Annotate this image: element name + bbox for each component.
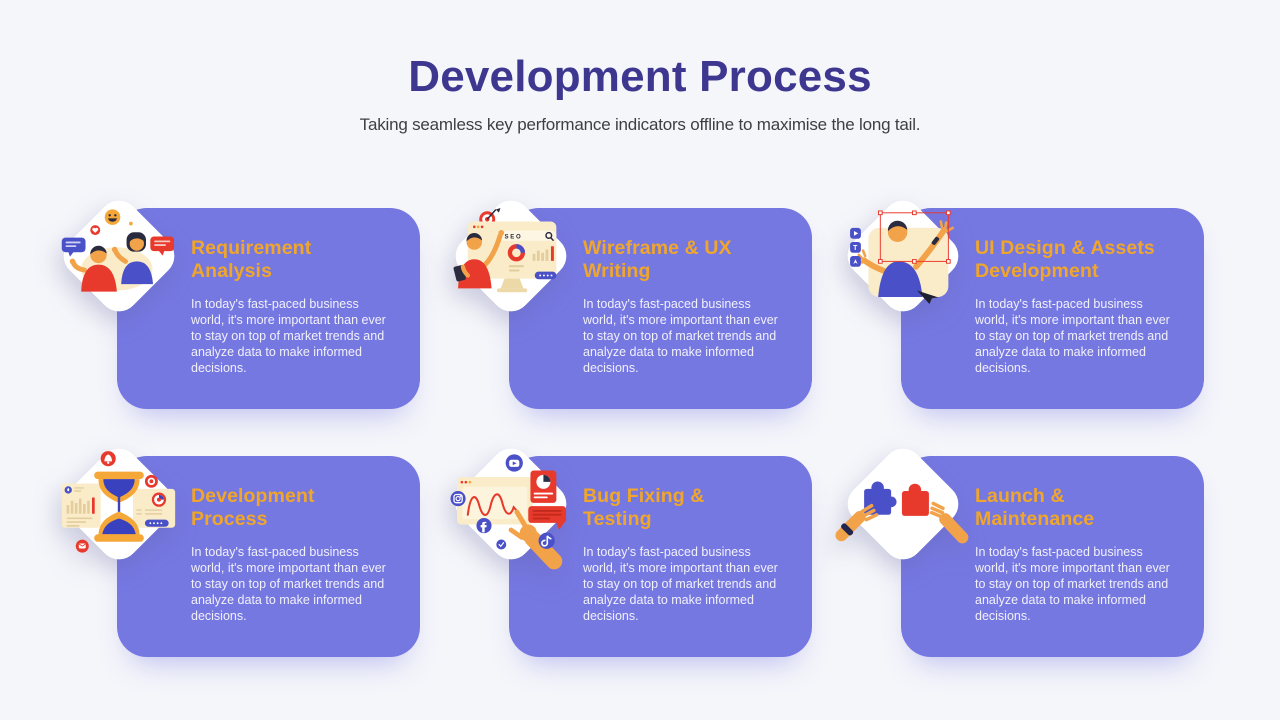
card-icon-tile <box>55 192 183 320</box>
puzzle-hands-illustration <box>835 481 969 544</box>
card-description: In today's fast-paced business world, it… <box>583 297 778 375</box>
card-wireframe-ux-writing: SEO <box>447 192 812 409</box>
card-title: Wireframe & UX Writing <box>583 237 732 282</box>
card-icon-tile <box>447 440 575 570</box>
card-requirement-analysis: Requirement Analysis In today's fast-pac… <box>55 192 420 409</box>
card-development-process: Development Process In today's fast-pace… <box>55 440 420 657</box>
graph-hand-illustration <box>450 454 567 570</box>
card-description: In today's fast-paced business world, it… <box>583 545 778 623</box>
seo-monitor-illustration: SEO <box>453 208 557 293</box>
card-launch-maintenance: Launch & Maintenance In today's fast-pac… <box>835 440 1204 657</box>
people-chat-illustration <box>61 209 175 292</box>
card-icon-tile: T <box>839 192 967 320</box>
card-icon-tile <box>55 440 183 568</box>
page-subtitle: Taking seamless key performance indicato… <box>359 115 921 135</box>
card-icon-tile: SEO <box>447 192 575 320</box>
card-description: In today's fast-paced business world, it… <box>975 545 1170 623</box>
card-ui-design-assets: T UI Design & Assets Development In toda… <box>839 192 1204 409</box>
card-icon-tile <box>835 440 969 568</box>
svg-text:SEO: SEO <box>505 235 523 241</box>
card-title: Requirement Analysis <box>191 237 312 282</box>
design-selection-illustration: T <box>850 210 954 305</box>
page-title: Development Process <box>408 52 872 101</box>
card-description: In today's fast-paced business world, it… <box>975 297 1170 375</box>
card-bug-fixing-testing: Bug Fixing & Testing In today's fast-pac… <box>447 440 812 657</box>
slide-header: Development Process Taking seamless key … <box>0 52 1280 135</box>
card-description: In today's fast-paced business world, it… <box>191 297 386 375</box>
process-card-grid: Requirement Analysis In today's fast-pac… <box>55 192 1204 657</box>
card-title: Launch & Maintenance <box>975 485 1095 530</box>
svg-text:T: T <box>853 245 858 252</box>
card-title: Bug Fixing & Testing <box>583 485 705 530</box>
card-description: In today's fast-paced business world, it… <box>191 545 386 623</box>
card-title: Development Process <box>191 485 315 530</box>
hourglass-analytics-illustration <box>61 451 176 553</box>
card-title: UI Design & Assets Development <box>975 237 1155 282</box>
